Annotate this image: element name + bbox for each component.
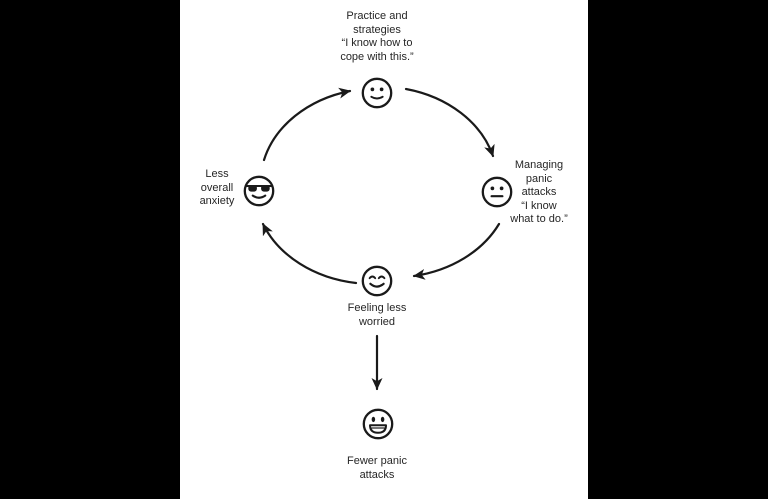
arrow-feeling-less-worried-to-less-anxiety [261,222,358,285]
diagram-canvas: Practice and strategies “I know how to c… [180,0,588,499]
smiling-eyes-face-icon [361,265,393,297]
neutral-face-icon [481,176,513,208]
grinning-face-icon [362,408,394,440]
slightly-smiling-face-icon [361,77,393,109]
label-line: Practice and [346,10,408,22]
label-managing-panic-attacks: Managing panic attacks “I know what to d… [492,159,586,227]
label-line: Managing [514,159,564,171]
label-line: Less [205,168,229,180]
label-line: “I know how to [341,37,413,49]
label-feeling-less-worried: Feeling less worried [317,302,437,329]
label-practice-and-strategies: Practice and strategies “I know how to c… [307,10,447,64]
label-line: strategies [353,23,401,36]
label-less-overall-anxiety: Less overall anxiety [182,168,252,209]
label-line: overall [200,181,234,194]
label-fewer-panic-attacks: Fewer panic attacks [317,455,437,482]
sunglasses-face-icon [243,175,275,207]
arrow-practice-to-managing [404,87,495,158]
label-line: Fewer panic [347,455,407,467]
label-line: what to do.” [510,213,568,225]
label-line: Feeling less [347,302,407,314]
label-line: attacks [359,468,395,481]
label-line: anxiety [199,195,235,207]
arrow-managing-to-feeling-less-worried [412,222,501,280]
cycle-diagram-graphics [243,77,513,440]
label-line: attacks [521,186,557,198]
label-line: worried [358,315,396,328]
label-line: “I know [521,199,557,212]
label-line: panic [525,172,553,185]
arrow-less-anxiety-to-practice [262,87,352,162]
label-line: cope with this.” [340,50,414,63]
